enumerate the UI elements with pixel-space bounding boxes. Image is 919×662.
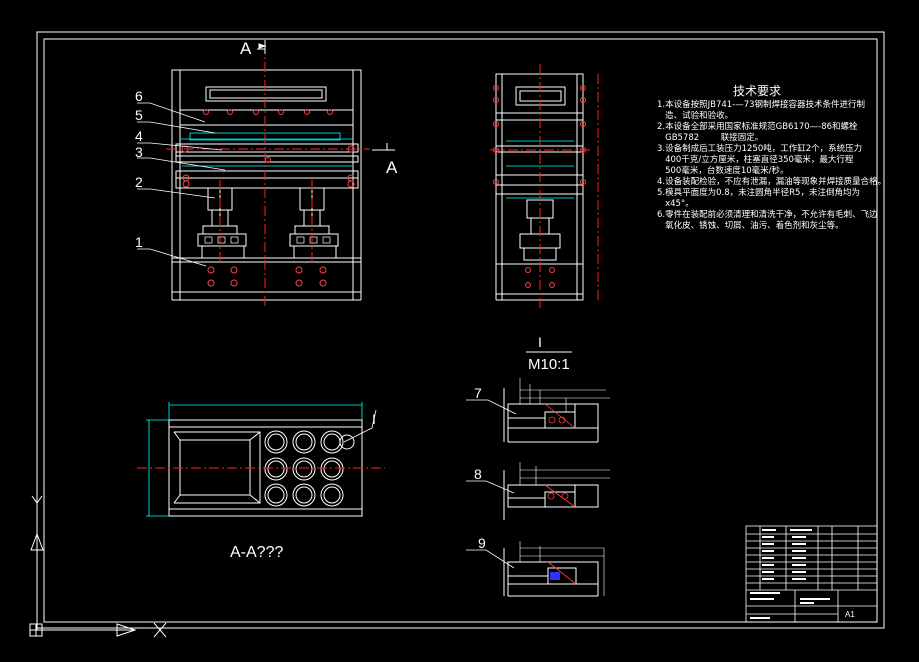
title-block-filler-text	[750, 529, 830, 619]
front-view-centerlines	[166, 44, 370, 306]
front-view-bolts	[181, 109, 355, 287]
section-marker-top: A	[240, 39, 252, 58]
tech-requirements: 技术要求 1.本设备按照JB741-—73钢制焊接容器技术条件进行制 造、试验和…	[657, 84, 887, 232]
tech-requirement-line: 6.零件在装配前必须清理和清洗干净，不允许有毛刺、飞边	[657, 210, 878, 220]
tech-requirement-line: 氧化皮、锈蚀、切屑、油污、着色剂和灰尘等。	[657, 221, 844, 231]
section-aa-dimensions	[146, 402, 363, 517]
side-view-bolts	[493, 85, 586, 288]
tech-requirement-line: GB5782 联接固定。	[657, 133, 764, 143]
section-arrow-top	[257, 40, 267, 54]
section-marker-right: A	[386, 158, 398, 177]
detail-scale: M10:1	[528, 356, 570, 373]
part-number-3: 3	[135, 144, 143, 160]
detail-part-number-7: 7	[474, 385, 482, 401]
front-view[interactable]	[171, 69, 362, 301]
detail-seal-blue	[550, 572, 560, 580]
detail-part-numbers: 7 8 9	[474, 385, 486, 551]
section-view-label: A-A???	[230, 544, 283, 561]
detail-marker: I	[372, 411, 376, 427]
part-number-2: 2	[135, 174, 143, 190]
detail-leaders	[466, 399, 517, 569]
tech-requirement-line: 造、试验和验收。	[657, 111, 734, 121]
side-view-centerlines	[490, 64, 599, 308]
detail-part-number-8: 8	[474, 466, 482, 482]
tech-requirement-line: 5.模具平面度为0.8，未注圆角半径R5，未注倒角均为	[657, 188, 860, 198]
ucs-icon	[29, 495, 167, 638]
detail-dimension-lines	[519, 378, 610, 596]
tech-requirement-line: x45°。	[657, 199, 694, 209]
sheet-border	[36, 31, 885, 629]
tech-requirement-line: 400千克/立方厘米，柱塞直径350毫米，最大行程	[657, 155, 854, 165]
tech-requirement-line: 1.本设备按照JB741-—73钢制焊接容器技术条件进行制	[657, 100, 866, 110]
detail-hidden-lines	[544, 403, 577, 585]
detail-part-number-9: 9	[478, 535, 486, 551]
sheet-size: A1	[845, 610, 855, 619]
tech-requirements-title: 技术要求	[732, 84, 781, 98]
part-numbers: 6 5 4 3 2 1	[135, 88, 143, 250]
detail-title: I	[538, 334, 542, 350]
tech-requirement-line: 3.设备制成后工装压力1250吨，工作缸2个，系统压力	[657, 144, 863, 154]
detail-callout	[343, 409, 377, 443]
detail-views[interactable]	[503, 388, 599, 597]
title-block[interactable]	[745, 525, 878, 623]
part-number-1: 1	[135, 234, 143, 250]
section-arrow-right	[372, 143, 395, 151]
part-number-6: 6	[135, 88, 143, 104]
part-leaders	[137, 102, 226, 267]
part-number-4: 4	[135, 128, 143, 144]
tech-requirement-line: 2.本设备全部采用国家标准规范GB6170—-86和螺栓	[657, 122, 858, 132]
tech-requirement-line: 4.设备装配检验，不应有泄漏，漏油等现象并焊接质量合格。	[657, 177, 887, 187]
part-number-5: 5	[135, 107, 143, 123]
tech-requirement-line: 500毫米，台数速度10毫米/秒。	[657, 166, 789, 176]
